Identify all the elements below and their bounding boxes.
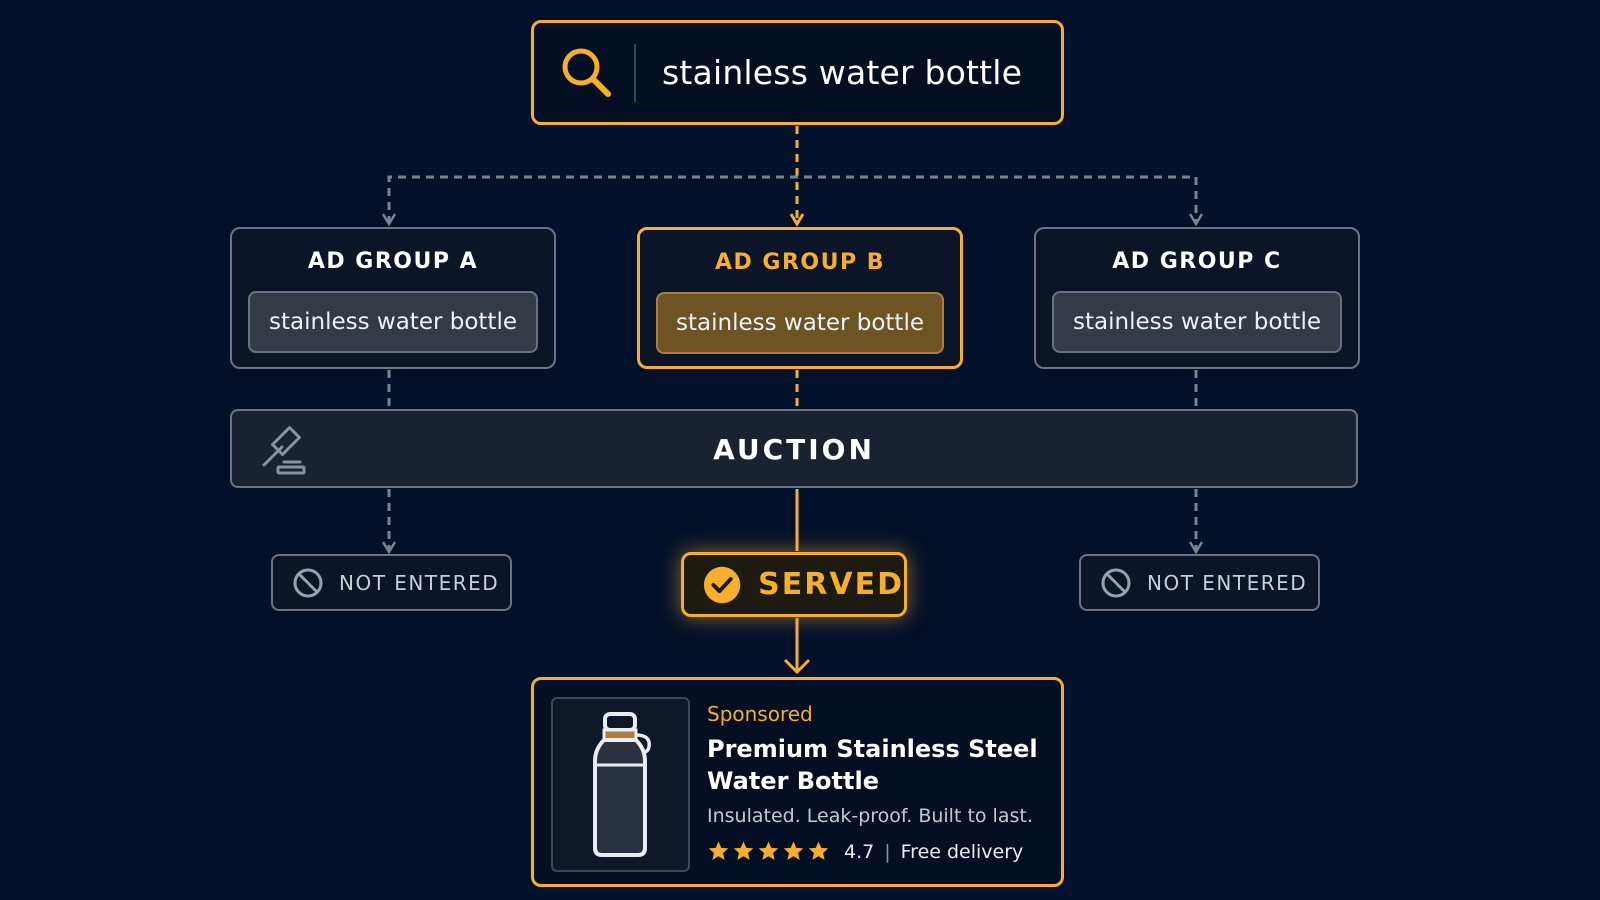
auction-label: AUCTION xyxy=(713,433,875,466)
star-icon xyxy=(758,841,779,860)
ad-group-c[interactable]: AD GROUP C stainless water bottle xyxy=(1034,227,1360,369)
ad-group-b[interactable]: AD GROUP B stainless water bottle xyxy=(637,227,963,369)
ad-group-keyword: stainless water bottle xyxy=(1052,291,1342,353)
arrow-to-group-a xyxy=(381,213,397,227)
search-query: stainless water bottle xyxy=(662,53,1023,92)
product-description: Insulated. Leak-proof. Built to last. xyxy=(707,805,1033,827)
ad-group-keyword: stainless water bottle xyxy=(656,292,944,354)
star-rating xyxy=(707,840,832,863)
prohibited-icon xyxy=(293,568,323,597)
prohibited-icon xyxy=(1101,568,1131,597)
status-not-entered-a: NOT ENTERED xyxy=(271,554,512,611)
arrow-to-not-entered-c xyxy=(1188,541,1204,555)
arrow-to-not-entered-a xyxy=(381,541,397,555)
check-circle-icon xyxy=(703,566,741,603)
status-served: SERVED xyxy=(681,552,907,617)
sponsored-label: Sponsored xyxy=(707,702,813,726)
gavel-icon xyxy=(262,426,306,475)
connector-branch-dashed xyxy=(387,175,1198,224)
search-icon xyxy=(562,48,611,97)
star-icon xyxy=(733,841,754,860)
delivery-label: Free delivery xyxy=(900,840,1024,863)
arrow-to-group-c xyxy=(1188,213,1204,227)
status-label: NOT ENTERED xyxy=(1147,570,1308,595)
sponsored-ad-card[interactable]: Sponsored Premium Stainless Steel Water … xyxy=(531,677,1064,887)
search-box[interactable]: stainless water bottle xyxy=(531,20,1064,125)
water-bottle-icon xyxy=(593,712,651,857)
star-icon xyxy=(808,841,829,860)
search-divider xyxy=(634,43,636,102)
arrow-to-ad xyxy=(783,658,811,675)
meta-separator: | xyxy=(884,840,891,863)
product-meta: 4.7 | Free delivery xyxy=(707,840,1023,863)
rating-value: 4.7 xyxy=(844,840,875,863)
arrow-to-group-b xyxy=(789,213,805,227)
ad-group-title: AD GROUP A xyxy=(307,249,479,274)
product-image xyxy=(551,697,690,872)
ad-group-keyword: stainless water bottle xyxy=(248,291,538,353)
ad-group-a[interactable]: AD GROUP A stainless water bottle xyxy=(230,227,556,369)
ad-group-title: AD GROUP C xyxy=(1112,249,1282,274)
star-icon xyxy=(783,841,804,860)
status-not-entered-c: NOT ENTERED xyxy=(1079,554,1320,611)
product-title[interactable]: Premium Stainless Steel Water Bottle xyxy=(707,735,1038,795)
star-icon xyxy=(708,841,729,860)
auction-bar: AUCTION xyxy=(230,409,1358,488)
status-label: SERVED xyxy=(758,567,904,602)
status-label: NOT ENTERED xyxy=(339,570,500,595)
ad-group-title: AD GROUP B xyxy=(714,250,886,275)
